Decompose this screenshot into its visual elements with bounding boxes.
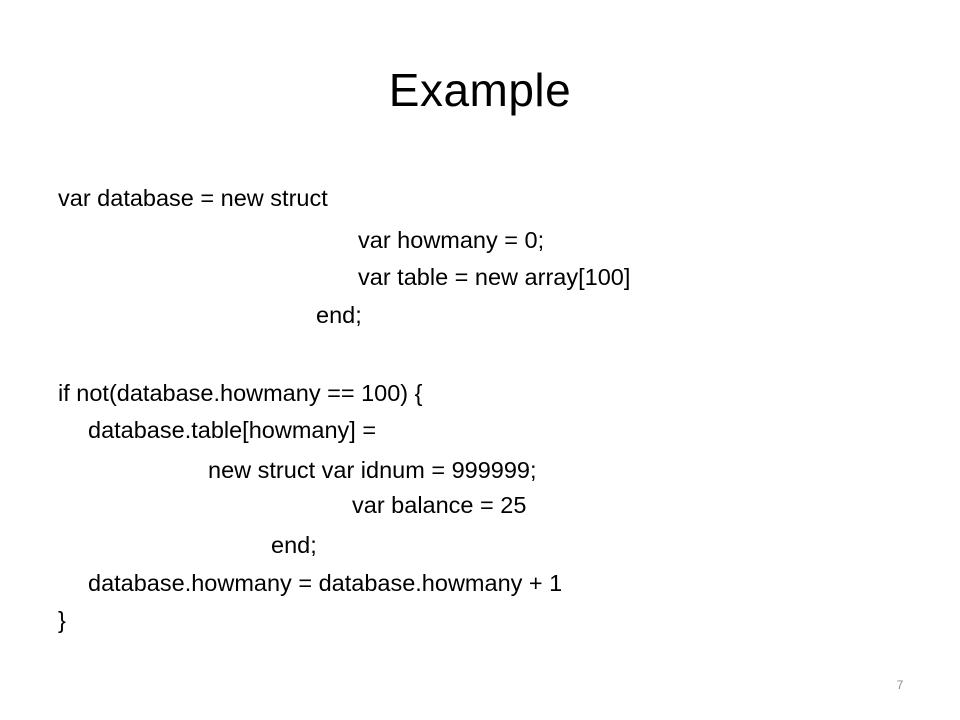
page-number: 7 [896,678,904,692]
code-line: if not(database.howmany == 100) { [58,380,423,406]
code-line: var howmany = 0; [358,227,545,253]
code-line: } [58,607,66,633]
code-line: new struct var idnum = 999999; [208,457,537,483]
code-line: var database = new struct [58,185,328,211]
code-line: database.table[howmany] = [88,417,377,443]
slide-title: Example [388,64,572,116]
code-line: var table = new array[100] [358,264,631,290]
code-line: var balance = 25 [352,492,527,518]
code-line: database.howmany = database.howmany + 1 [88,570,563,596]
code-line: end; [271,532,317,558]
code-line: end; [316,302,362,328]
